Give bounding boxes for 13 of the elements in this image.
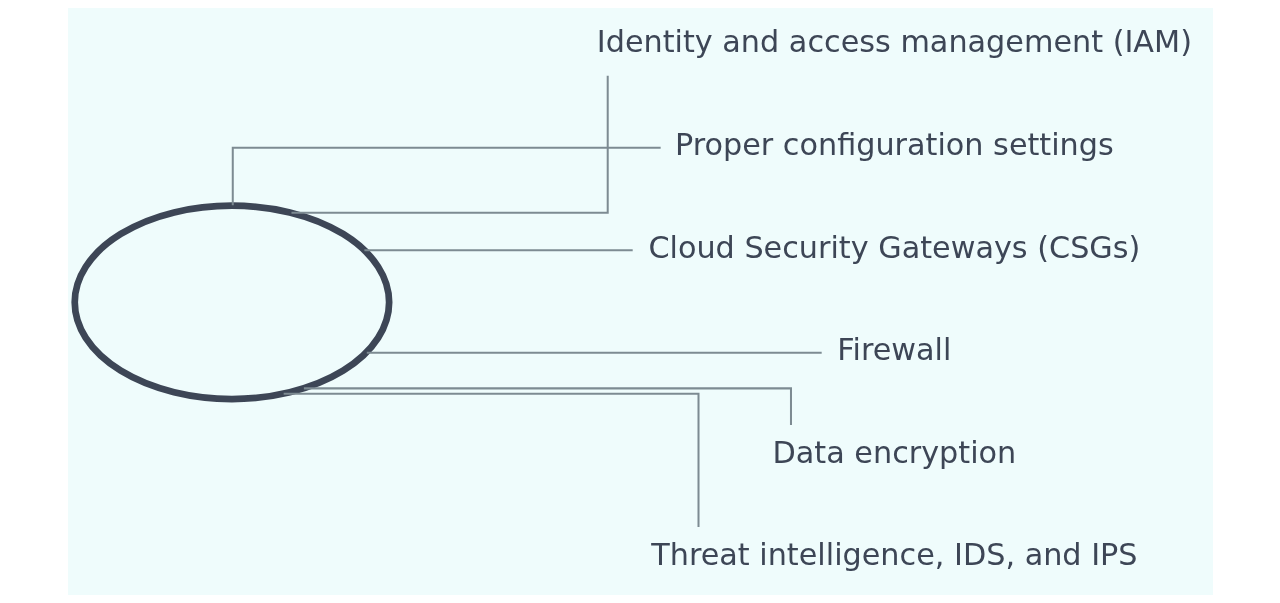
node-text: Data encryption	[772, 434, 1016, 470]
node-text: Firewall	[836, 332, 951, 368]
node-cloud	[70, 202, 392, 403]
node-text: Identity and access management (IAM)	[596, 24, 1192, 60]
connector	[363, 249, 633, 252]
node-text: Threat intelligence, IDS, and IPS	[650, 537, 1138, 573]
node-text: Cloud Security Gateways (CSGs)	[647, 229, 1140, 265]
connector	[231, 146, 661, 206]
connector	[366, 351, 822, 354]
connector	[290, 75, 609, 214]
connector	[283, 392, 699, 527]
node-text: Proper configuration settings	[674, 127, 1114, 163]
connector	[303, 387, 792, 425]
